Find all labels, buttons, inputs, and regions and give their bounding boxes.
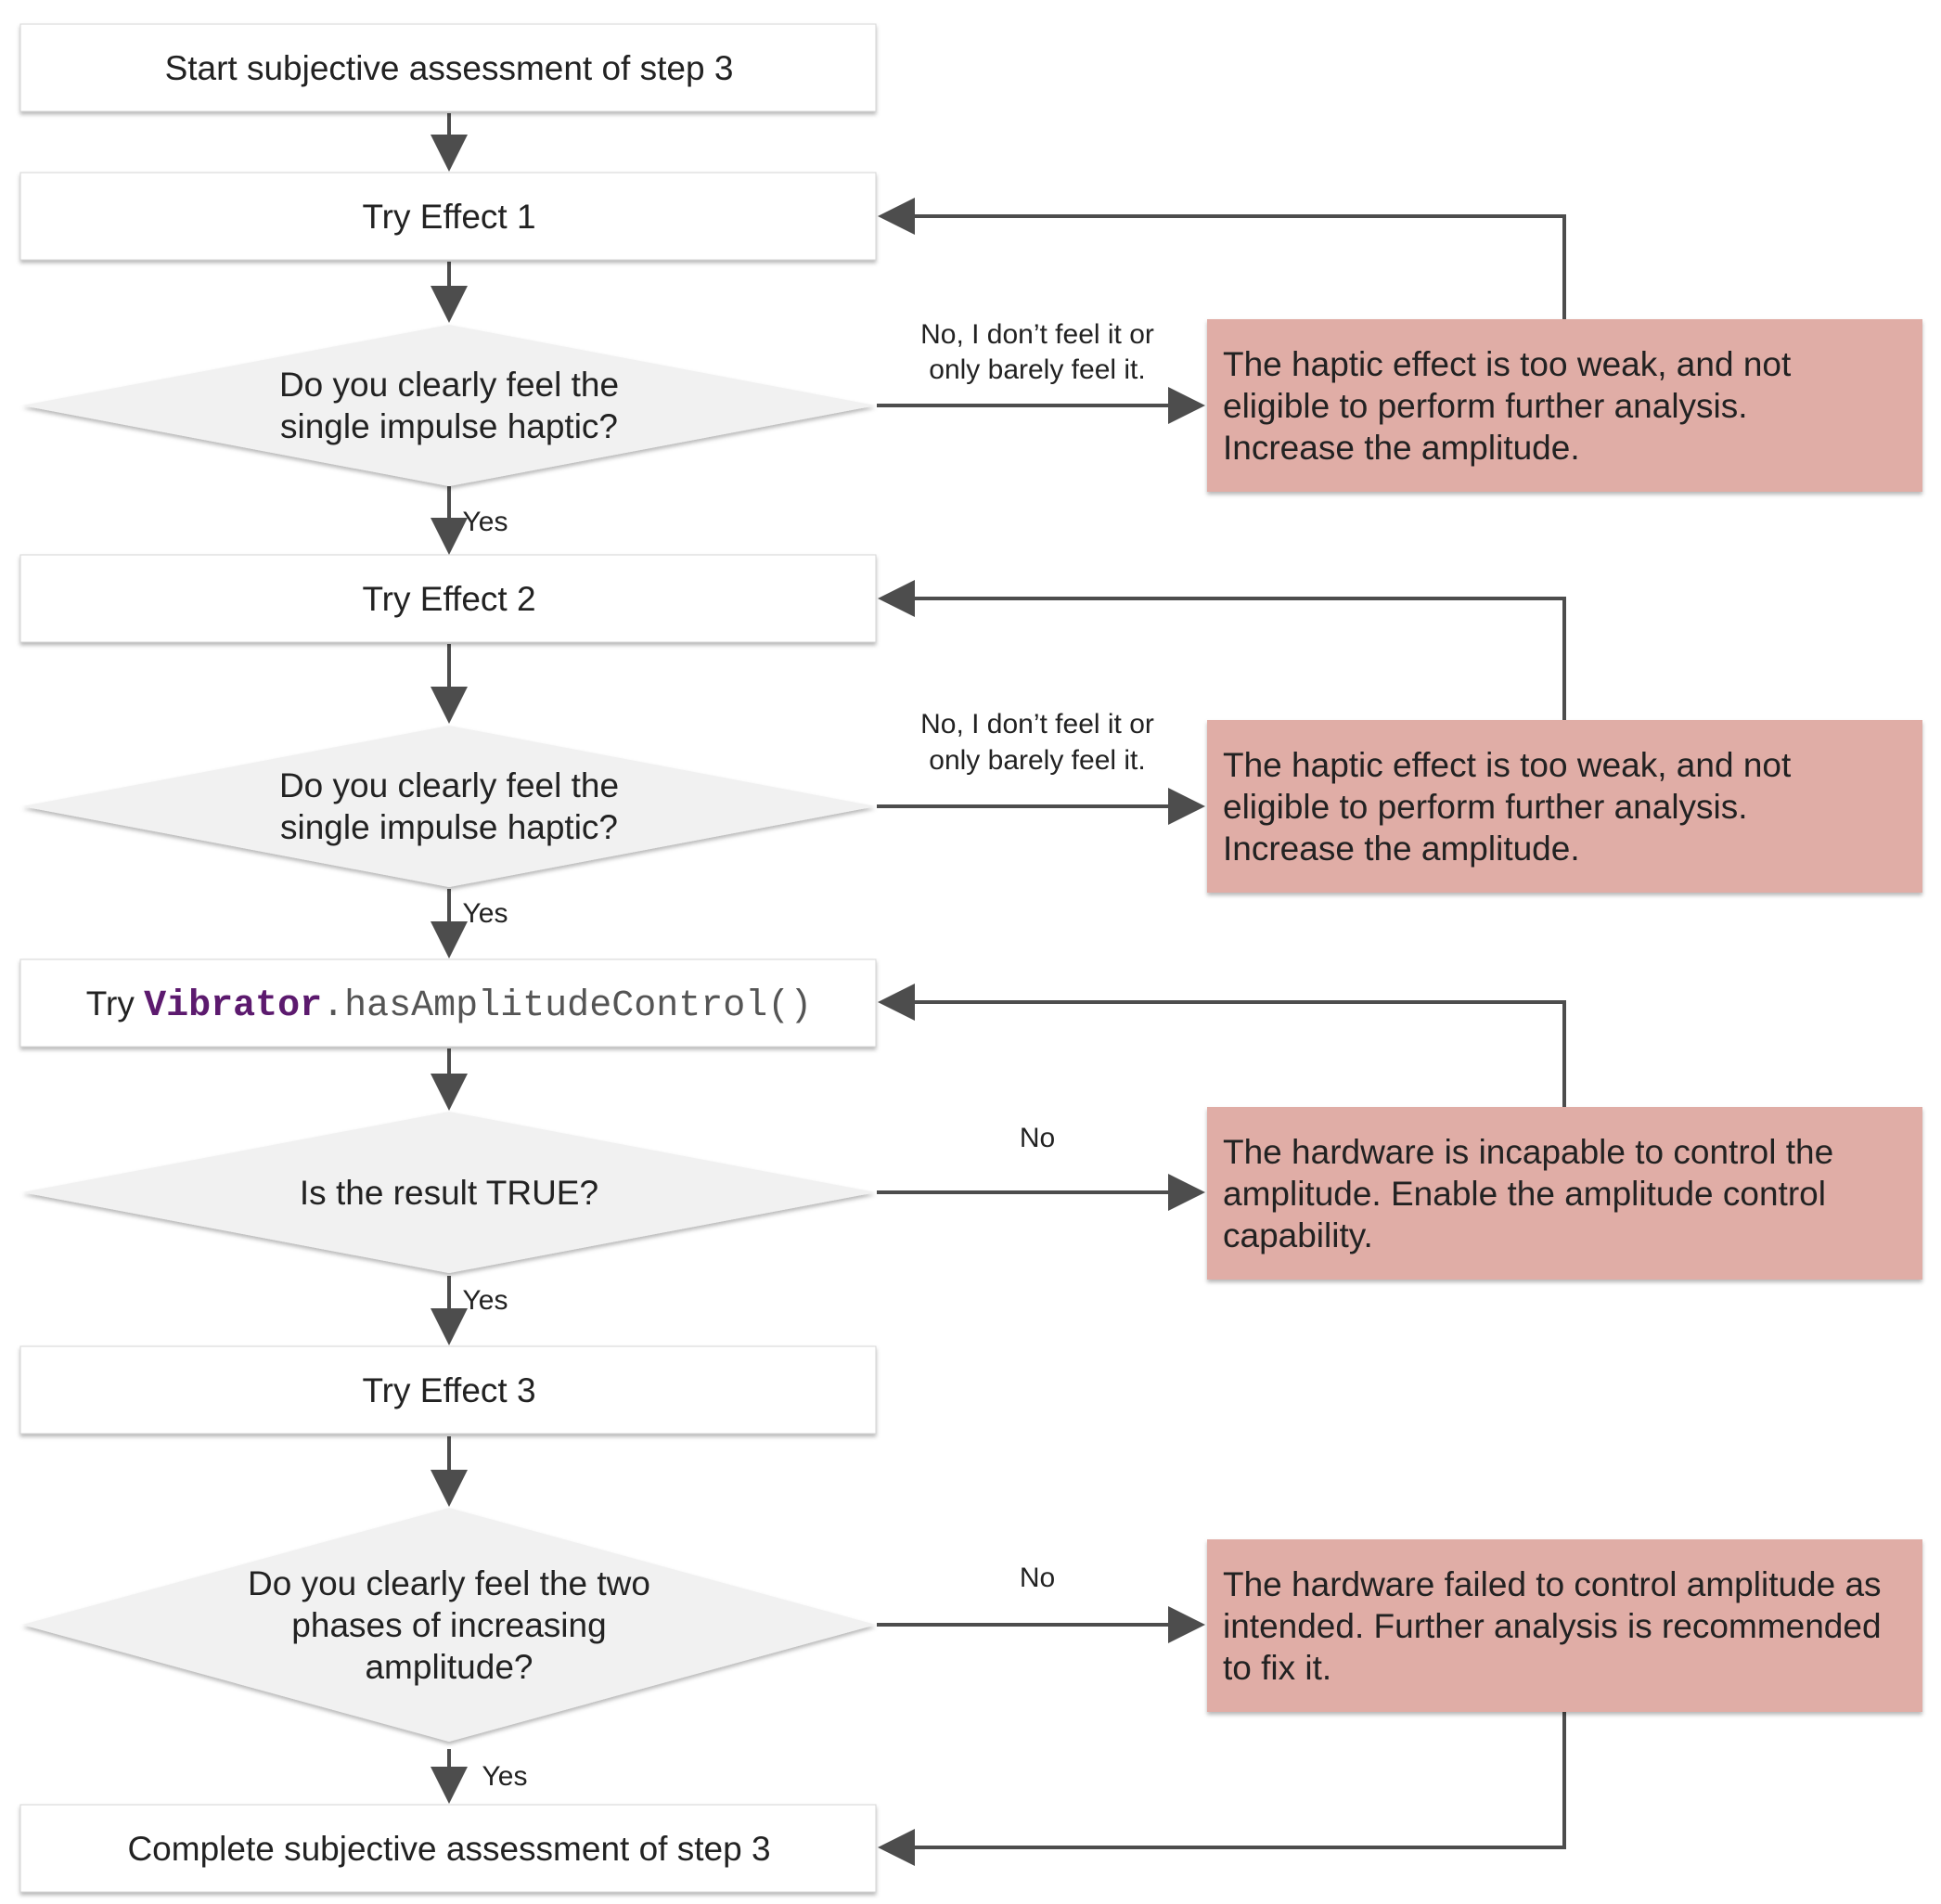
label-q4-yes: Yes: [482, 1761, 528, 1792]
decision-q1-line2: single impulse haptic?: [280, 407, 618, 445]
box-effect2-shape: [19, 554, 877, 643]
box-start: Start subjective assessment of step 3: [19, 23, 877, 112]
outcome-weak2-line3: Increase the amplitude.: [1223, 830, 1580, 868]
amplitude-method: .hasAmplitudeControl(): [322, 985, 812, 1027]
connectors: [431, 113, 1566, 1866]
decision-q4: Do you clearly feel the two phases of in…: [22, 1508, 876, 1742]
loop-weak2-to-effect2: [878, 580, 1566, 720]
outcome-failed-line3: to fix it.: [1223, 1649, 1331, 1687]
outcome-weak1: The haptic effect is too weak, and not e…: [1207, 319, 1922, 492]
decision-q4-line2: phases of increasing: [291, 1606, 606, 1644]
edge-labels: No, I don’t feel it or only barely feel …: [463, 319, 1154, 1792]
loop-incapable-to-try: [878, 984, 1566, 1107]
decision-q2-line2: single impulse haptic?: [280, 808, 618, 846]
box-start-shape: [19, 23, 877, 112]
loop-weak1-to-effect1: [878, 198, 1566, 319]
decision-q4-shape: [22, 1508, 876, 1742]
outcome-incapable-shape: [1207, 1107, 1922, 1280]
decision-q1: Do you clearly feel the single impulse h…: [22, 325, 876, 486]
outcome-failed-line2: intended. Further analysis is recommende…: [1223, 1607, 1882, 1645]
outcome-incapable: The hardware is incapable to control the…: [1207, 1107, 1922, 1280]
box-try-api-label: Try Vibrator.hasAmplitudeControl(): [86, 984, 812, 1027]
label-q2-yes: Yes: [463, 898, 508, 929]
outcome-weak1-line1: The haptic effect is too weak, and not: [1223, 345, 1792, 383]
box-start-label: Start subjective assessment of step 3: [165, 49, 734, 87]
box-complete-label: Complete subjective assessment of step 3: [127, 1830, 770, 1868]
outcome-incapable-line3: capability.: [1223, 1216, 1373, 1254]
label-q1-no-line2: only barely feel it.: [929, 354, 1145, 385]
outcome-incapable-line1: The hardware is incapable to control the: [1223, 1133, 1833, 1171]
outcome-weak1-line2: eligible to perform further analysis.: [1223, 387, 1748, 425]
outcome-weak1-line3: Increase the amplitude.: [1223, 429, 1580, 467]
box-effect2-label: Try Effect 2: [362, 580, 535, 618]
box-effect3-shape: [19, 1345, 877, 1434]
box-effect2: Try Effect 2: [19, 554, 877, 643]
decision-q4-line1: Do you clearly feel the two: [248, 1564, 650, 1602]
box-complete-shape: [19, 1804, 877, 1893]
outcome-weak2-line2: eligible to perform further analysis.: [1223, 788, 1748, 826]
outcome-weak2: The haptic effect is too weak, and not e…: [1207, 720, 1922, 893]
box-complete: Complete subjective assessment of step 3: [19, 1804, 877, 1893]
decision-q3: Is the result TRUE?: [22, 1112, 876, 1273]
box-try-api: Try Vibrator.hasAmplitudeControl(): [19, 958, 877, 1048]
decision-q4-line3: amplitude?: [365, 1648, 533, 1686]
box-effect3-label: Try Effect 3: [362, 1371, 535, 1409]
label-q2-no-line2: only barely feel it.: [929, 745, 1145, 776]
try-prefix: Try: [86, 984, 144, 1023]
decision-q2: Do you clearly feel the single impulse h…: [22, 726, 876, 887]
decision-q3-label: Is the result TRUE?: [300, 1174, 598, 1212]
box-effect1-shape: [19, 172, 877, 261]
label-q1-yes: Yes: [463, 507, 508, 537]
outcome-incapable-line2: amplitude. Enable the amplitude control: [1223, 1175, 1826, 1213]
outcome-failed: The hardware failed to control amplitude…: [1207, 1539, 1922, 1712]
loop-failed-to-complete: [878, 1712, 1566, 1866]
box-try-api-shape: [19, 958, 877, 1048]
label-q3-no: No: [1020, 1123, 1055, 1153]
decision-q2-shape: [22, 726, 876, 887]
label-q3-yes: Yes: [463, 1285, 508, 1316]
decision-q3-shape: [22, 1112, 876, 1273]
label-q1-no-line1: No, I don’t feel it or: [920, 319, 1154, 350]
outcome-weak2-line1: The haptic effect is too weak, and not: [1223, 746, 1792, 784]
outcome-weak2-shape: [1207, 720, 1922, 893]
decision-q1-line1: Do you clearly feel the: [279, 366, 619, 404]
label-q4-no: No: [1020, 1563, 1055, 1593]
box-effect3: Try Effect 3: [19, 1345, 877, 1434]
outcome-failed-shape: [1207, 1539, 1922, 1712]
box-effect1-label: Try Effect 1: [362, 198, 535, 236]
box-effect1: Try Effect 1: [19, 172, 877, 261]
decision-q1-shape: [22, 325, 876, 486]
outcome-weak1-shape: [1207, 319, 1922, 492]
decision-q2-line1: Do you clearly feel the: [279, 766, 619, 804]
outcome-failed-line1: The hardware failed to control amplitude…: [1223, 1565, 1882, 1603]
vibrator-class: Vibrator: [144, 985, 322, 1027]
label-q2-no-line1: No, I don’t feel it or: [920, 709, 1154, 740]
